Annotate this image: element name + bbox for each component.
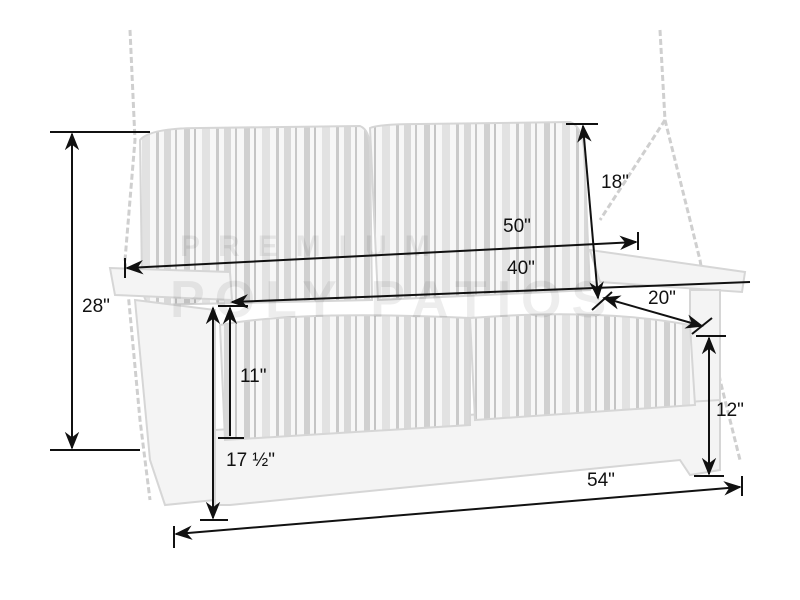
watermark-line2: POLY PATIOS: [170, 271, 617, 329]
seat-cushions: [218, 313, 697, 442]
dimension-lines: [50, 123, 751, 548]
dim-label-arm-width: 50": [503, 216, 531, 237]
dim-label-overall-width: 54": [587, 470, 615, 491]
dim-label-overall-height: 28": [82, 296, 110, 317]
watermark-line1: PREMIUM: [180, 230, 448, 263]
dim-label-seat-depth: 20": [648, 288, 676, 309]
dim-label-seat-front-height: 12": [716, 400, 744, 421]
dim-label-seat-width: 40": [507, 258, 535, 279]
dim-label-back-cushion-height: 18": [601, 172, 629, 193]
dim-label-arm-height: 11": [240, 366, 267, 387]
dim-label-seat-height: 17 ½": [226, 450, 276, 471]
